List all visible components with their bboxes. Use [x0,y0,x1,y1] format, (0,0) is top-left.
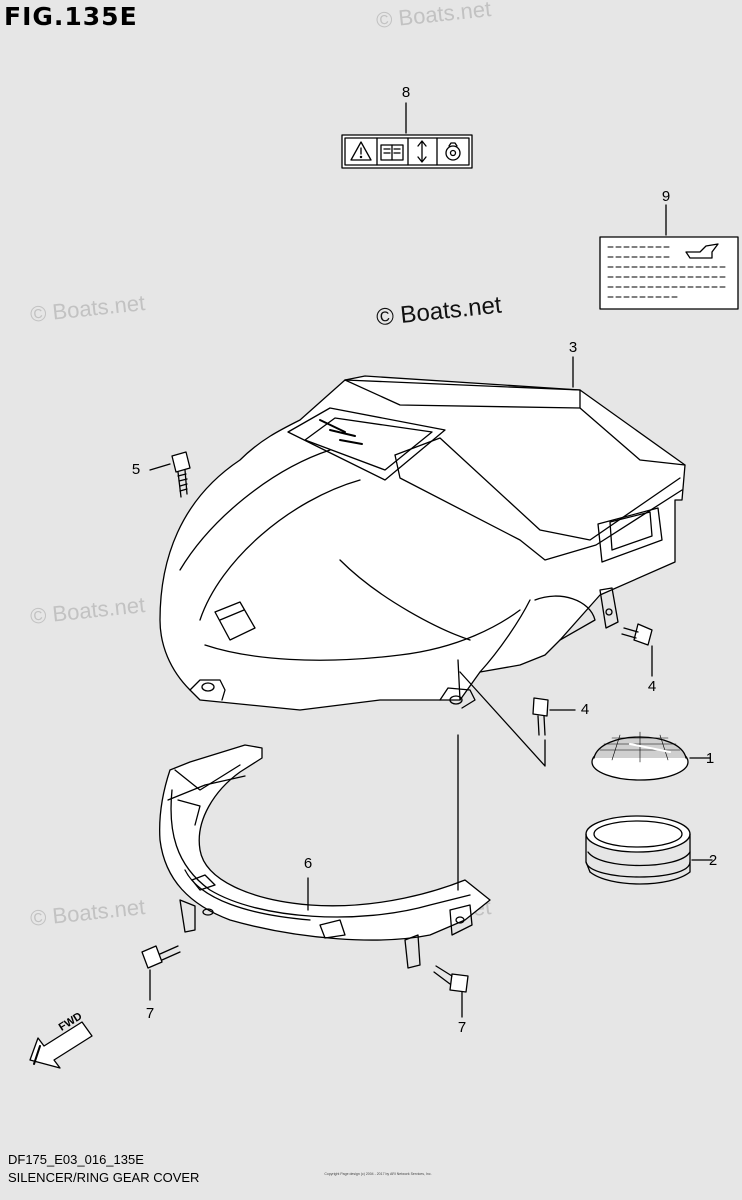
diagram-caption: SILENCER/RING GEAR COVER [8,1170,200,1185]
ring-gear-cover-part [159,744,491,941]
warning-triangle-icon [350,141,372,161]
bolt-part-7-left [141,945,181,969]
callout-9: 9 [661,188,671,205]
callout-1: 1 [705,750,715,767]
callout-2: 2 [708,852,718,869]
callout-6: 6 [303,855,313,872]
bolt-part-4-lower [532,697,549,736]
callout-5: 5 [131,461,141,478]
figure-title: FIG.135E [4,2,138,31]
copyright-footer: Copyright Page design (c) 2004 - 2017 by… [324,1172,432,1176]
instruction-label-part [599,236,739,310]
up-down-arrow-icon [417,140,427,163]
silencer-cover-details [179,379,686,709]
oil-can-icon [445,142,461,161]
oil-can-icon [685,243,719,259]
silencer-cover-part [159,375,686,711]
callout-7-right: 7 [457,1019,467,1036]
callout-8: 8 [401,84,411,101]
bolt-part-5 [171,451,191,498]
bolt-part-4-upper [621,623,653,646]
callout-4-upper: 4 [647,678,657,695]
manual-book-icon [380,144,404,161]
ring-gear-cover-details [167,764,473,969]
fwd-arrow-icon [29,1021,93,1069]
diagram-code: DF175_E03_016_135E [8,1152,144,1167]
bolt-part-7-right [433,965,469,993]
rubber-ring-part [585,815,691,885]
warning-label-part [341,134,473,169]
callout-4-lower: 4 [580,701,590,718]
mesh-filter-part [591,731,689,781]
callout-3: 3 [568,339,578,356]
callout-7-left: 7 [145,1005,155,1022]
